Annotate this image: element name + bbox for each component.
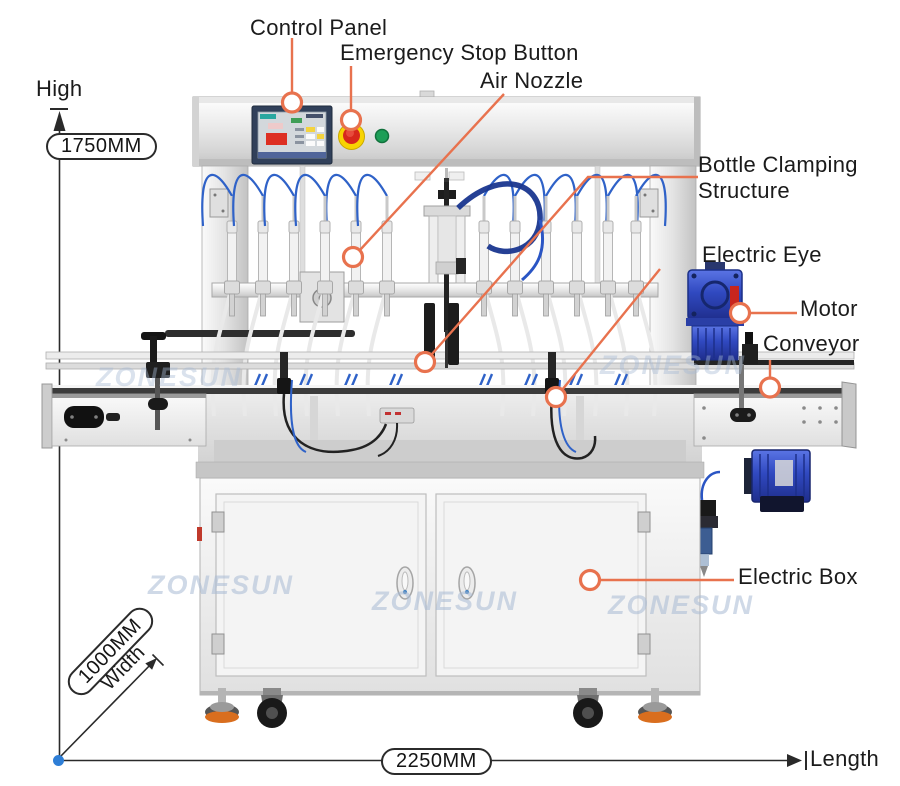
control-panel-label: Control Panel bbox=[250, 15, 388, 40]
electric-eye-label: Electric Eye bbox=[702, 242, 822, 267]
door-hinges bbox=[211, 511, 651, 655]
control-panel bbox=[251, 105, 333, 165]
callout-emergency-stop bbox=[339, 66, 363, 132]
callout-air-nozzle bbox=[341, 93, 505, 269]
origin-dot bbox=[53, 755, 64, 766]
central-cylinder-assembly bbox=[414, 168, 545, 368]
clamp-finger-right bbox=[448, 303, 459, 365]
callout-electric-box bbox=[578, 568, 734, 592]
callout-motor bbox=[728, 301, 797, 325]
air-nozzle-label: Air Nozzle bbox=[480, 68, 584, 93]
electric-eye-sensors bbox=[277, 352, 597, 460]
electric-box-cabinet bbox=[195, 461, 705, 696]
callout-control-panel bbox=[280, 38, 304, 114]
screen-red-button bbox=[266, 133, 287, 145]
cabinet-door-left bbox=[215, 493, 427, 677]
filling-machine bbox=[41, 90, 857, 728]
brand-watermark: ZONESUN bbox=[96, 362, 243, 392]
cabinet-door-right bbox=[435, 493, 647, 677]
conveyor-motor bbox=[686, 262, 758, 364]
conveyor-drive-motor bbox=[744, 449, 811, 512]
motor-label: Motor bbox=[800, 296, 858, 321]
conveyor-belt-line bbox=[46, 388, 854, 394]
brand-watermark: ZONESUN bbox=[148, 570, 295, 600]
conveyor-label: Conveyor bbox=[763, 331, 860, 356]
brand-watermark: ZONESUN bbox=[608, 590, 755, 620]
length-dimension-value: 2250MM bbox=[381, 748, 492, 775]
callout-conveyor bbox=[758, 360, 782, 399]
door-handles bbox=[396, 566, 476, 600]
screen-logo bbox=[260, 114, 276, 119]
brand-watermark: ZONESUN bbox=[372, 586, 519, 616]
green-indicator-button bbox=[374, 128, 390, 144]
brand-watermark: ZONESUN bbox=[600, 350, 747, 380]
callout-bottle-clamping bbox=[413, 175, 698, 374]
emergency-stop-button bbox=[338, 123, 365, 150]
height-axis-label: High bbox=[36, 76, 83, 101]
left-conveyor bbox=[41, 332, 207, 449]
callout-electric-eye bbox=[544, 268, 661, 409]
bottle-clamping-label: Bottle Clamping Structure bbox=[698, 152, 858, 203]
electric-eye-left bbox=[277, 378, 291, 394]
callout-lines bbox=[280, 38, 797, 592]
height-dimension-value: 1750MM bbox=[46, 133, 157, 160]
electric-box-label: Electric Box bbox=[738, 564, 858, 589]
width-dimension-line bbox=[58, 659, 156, 759]
length-axis-label: Length bbox=[810, 746, 880, 771]
clamp-finger-left bbox=[424, 303, 435, 365]
emergency-stop-label: Emergency Stop Button bbox=[340, 40, 579, 65]
